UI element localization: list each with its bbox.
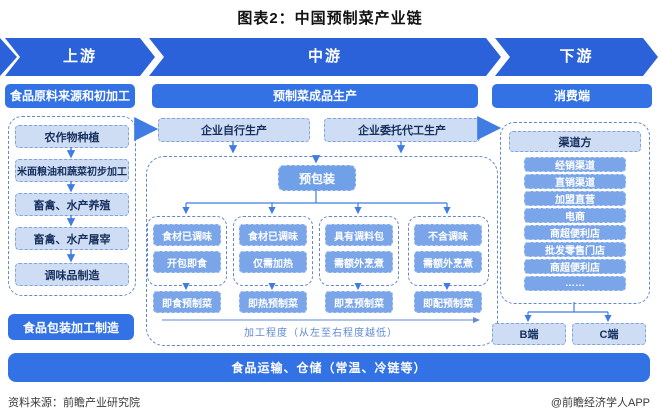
midstream-header: 预制菜成品生产	[152, 84, 478, 108]
upstream-item-slaughter: 畜禽、水产屠宰	[15, 227, 129, 250]
channel-item-distribution: 经销渠道	[524, 157, 626, 172]
branch2-top: 食材已调味	[239, 224, 307, 246]
branch1-top: 食材已调味	[153, 224, 221, 246]
c-end-box: C端	[572, 323, 646, 345]
channel-item-ellipsis: ……	[524, 276, 626, 291]
processing-degree-note: 加工程度（从左至右程度越低）	[244, 328, 398, 339]
channel-item-wholesale: 批发零售门店	[524, 242, 626, 257]
branch3-result: 即烹预制菜	[325, 291, 393, 313]
branch4-bottom: 需额外烹煮	[414, 251, 482, 273]
b-end-box: B端	[492, 323, 566, 345]
channel-item-ecommerce: 电商	[524, 208, 626, 223]
prepackaging-box: 预包装	[278, 165, 356, 191]
branch3-top: 具有调料包	[325, 224, 393, 246]
branch1-bottom: 开包即食	[153, 251, 221, 273]
branch2-result: 即热预制菜	[239, 291, 307, 313]
upstream-item-grain-oil: 米面粮油和蔬菜初步加工	[15, 159, 129, 182]
channel-item-direct: 直销渠道	[524, 174, 626, 189]
banner-midstream: 中游	[149, 38, 501, 76]
upstream-item-crop: 农作物种植	[15, 125, 129, 148]
logistics-bar: 食品运输、仓储（常温、冷链等）	[8, 353, 650, 382]
branch4-result: 即配预制菜	[414, 291, 482, 313]
banner-downstream: 下游	[495, 38, 658, 76]
downstream-container	[500, 122, 650, 304]
upstream-item-breeding: 畜禽、水产养殖	[15, 193, 129, 216]
upstream-item-seasoning: 调味品制造	[15, 263, 129, 286]
chart-title: 图表2：中国预制菜产业链	[237, 10, 423, 27]
upstream-packaging-box: 食品包装加工制造	[8, 314, 134, 340]
branch1-result: 即食预制菜	[153, 291, 221, 313]
downstream-header: 消费端	[492, 84, 652, 108]
midstream-oem-production-box: 企业委托代工生产	[324, 118, 480, 142]
channel-header-box: 渠道方	[509, 131, 641, 152]
source-text: 资料来源：前瞻产业研究院	[8, 397, 140, 409]
channel-item-supermarket2: 商超便利店	[524, 259, 626, 274]
branch2-bottom: 仅需加热	[239, 251, 307, 273]
upstream-header: 食品原料来源和初加工	[5, 84, 135, 108]
branch3-bottom: 需额外烹煮	[325, 251, 393, 273]
credit-text: @前瞻经济学人APP	[550, 397, 650, 409]
channel-item-franchise: 加盟直营	[524, 191, 626, 206]
upstream-container	[8, 116, 136, 296]
midstream-self-production-box: 企业自行生产	[158, 118, 310, 142]
branch4-top: 不含调味	[414, 224, 482, 246]
banner-upstream: 上游	[5, 38, 155, 76]
midstream-container	[146, 156, 498, 346]
channel-item-supermarket: 商超便利店	[524, 225, 626, 240]
